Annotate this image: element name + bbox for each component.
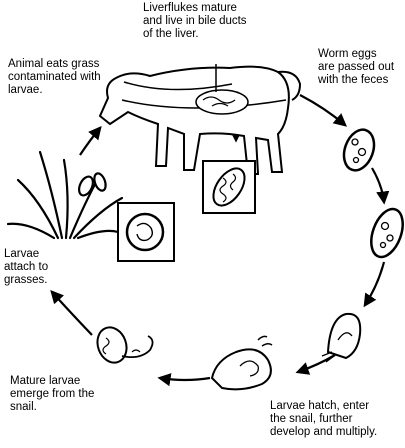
grass-clump [6,150,124,240]
label-larvae-emerge: Mature larvae emerge from the snail. [10,375,95,413]
encysted-larva-inset [117,202,175,262]
arrow-grass-to-cow [79,125,102,156]
snail-host [210,335,273,391]
label-animal-eats-grass: Animal eats grass contaminated with larv… [8,58,101,96]
arrow-snail2-to-larvae [157,373,211,387]
worm-egg-2 [370,207,404,259]
arrow-egg2-to-snail [363,261,386,308]
cow-illustration [98,64,302,175]
arrow-cow-to-eggs [299,94,348,127]
worm-egg-1 [342,128,376,172]
label-worm-eggs-passed: Worm eggs are passed out with the feces [318,48,395,86]
arrow-larvae-to-grass [50,290,93,336]
arrow-eggs-to-egg2 [371,167,390,205]
label-larvae-attach: Larvae attach to grasses. [4,248,49,286]
mature-larvae [96,326,154,364]
label-larvae-hatch: Larvae hatch, enter the snail, further d… [270,400,378,438]
label-flukes-mature: Liverflukes mature and live in bile duct… [143,2,247,40]
arrow-snail-to-snail2 [295,354,336,375]
snail-hatching [321,312,362,363]
liver-fluke-inset [202,160,256,214]
